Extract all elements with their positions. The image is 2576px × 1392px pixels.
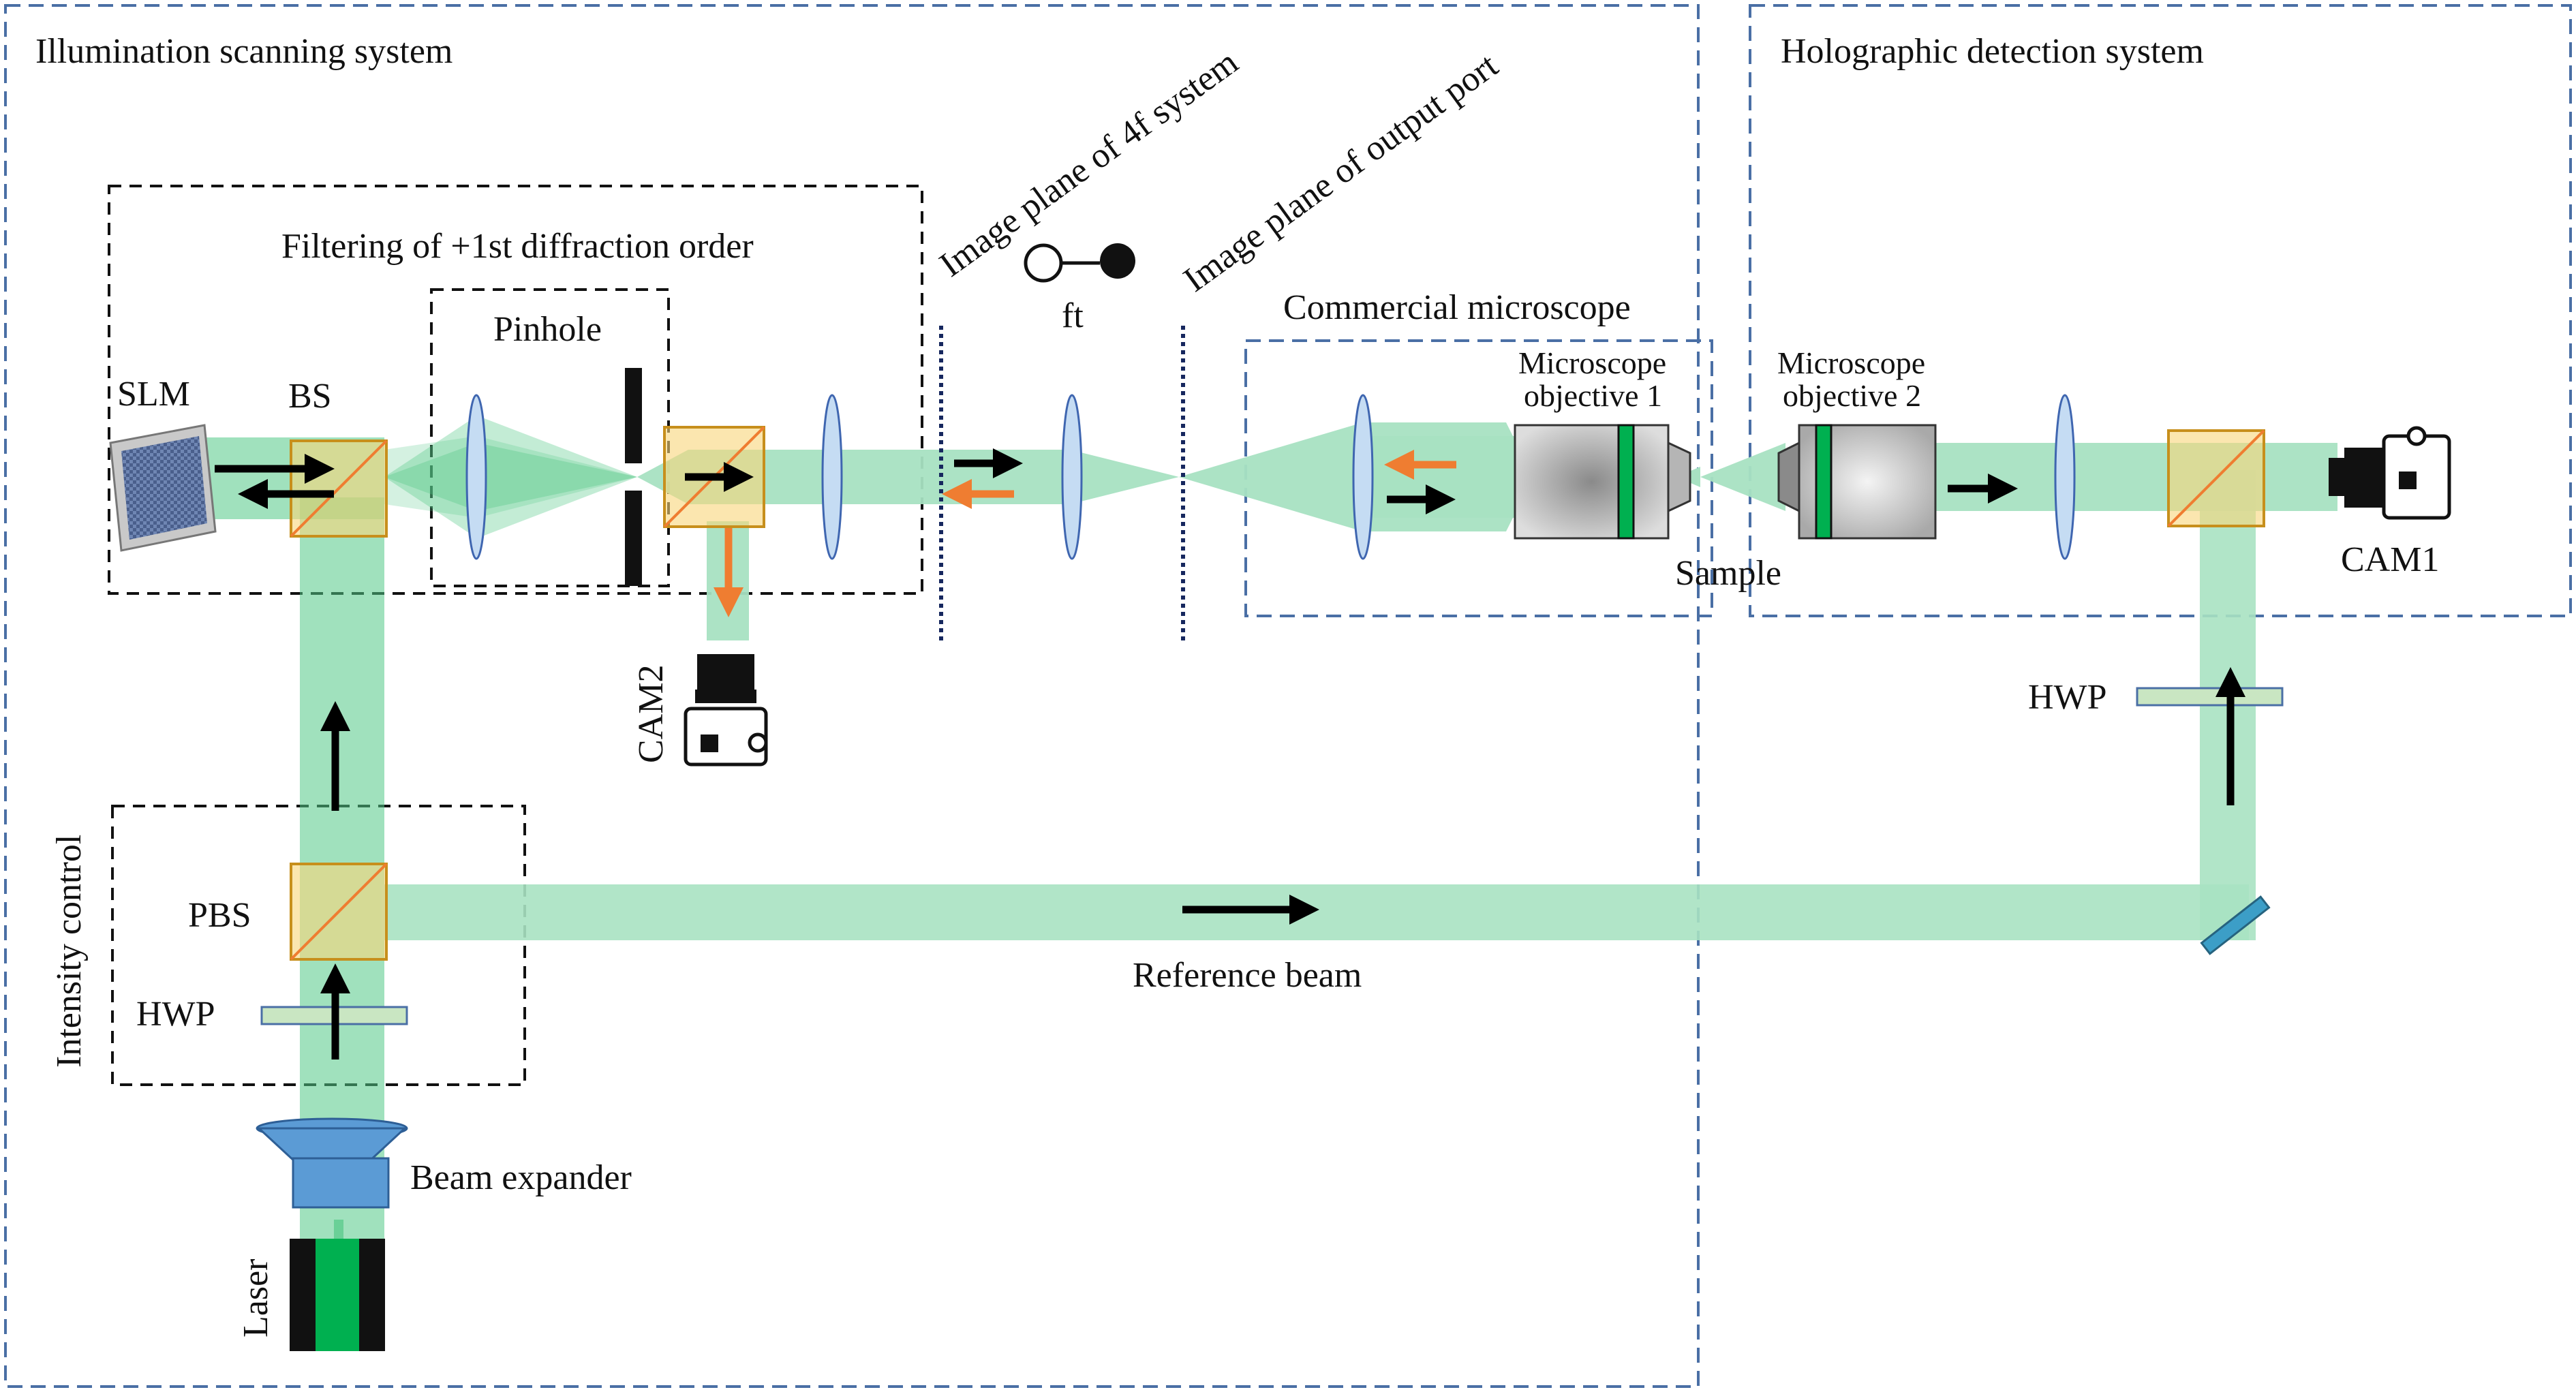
holographic-title: Holographic detection system (1781, 32, 2204, 71)
lens-filter-1 (465, 394, 487, 560)
bs-cube (290, 439, 388, 538)
hwp-right-plate (2136, 687, 2284, 707)
ft-label: ft (1062, 296, 1084, 335)
plane-4f-label: Image plane of 4f system (933, 43, 1246, 285)
beam-expander (256, 1117, 408, 1209)
cam1-label: CAM1 (2341, 540, 2439, 579)
detection-cube (2167, 429, 2265, 527)
hwp-left-label: HWP (136, 995, 215, 1034)
illumination-title: Illumination scanning system (35, 32, 453, 71)
ft-translation-stage (1024, 243, 1135, 283)
objective1-label-line2: objective 1 (1524, 378, 1662, 413)
reference-beam-path (382, 884, 2249, 940)
intensity-title: Intensity control (50, 835, 89, 1068)
hwp-right-label: HWP (2028, 678, 2107, 717)
pinhole-lower (625, 491, 642, 586)
lens-microscope (1352, 394, 1374, 560)
beam-expander-label: Beam expander (410, 1158, 632, 1197)
lens-tube (2054, 394, 2076, 560)
direction-arrows (215, 448, 2245, 1060)
cam2-camera-icon (684, 654, 768, 767)
lenses (465, 394, 2076, 560)
orange-arrows (714, 450, 1456, 617)
laser-label: Laser (236, 1259, 275, 1337)
commercial-title: Commercial microscope (1283, 288, 1631, 327)
cam1-camera-icon (2329, 426, 2451, 520)
objective1-label-line1: Microscope (1518, 345, 1666, 380)
pinhole-title: Pinhole (493, 310, 602, 349)
filtering-title: Filtering of +1st diffraction order (281, 227, 754, 266)
pbs-label: PBS (188, 896, 251, 935)
objective-2 (1777, 424, 1937, 540)
pinhole-upper (625, 368, 642, 463)
reference-mirror (2200, 895, 2271, 955)
objective2-label-line2: objective 2 (1783, 378, 1921, 413)
objective2-label-line1: Microscope (1777, 345, 1925, 380)
lens-filter-2 (821, 394, 843, 560)
slm-label: SLM (117, 375, 190, 414)
illumination-system-box (4, 4, 1700, 1388)
bs-label: BS (288, 377, 332, 416)
reference-beam-label: Reference beam (1133, 956, 1362, 995)
filtering-box (108, 185, 923, 595)
laser-source (290, 1239, 385, 1351)
holographic-system-box (1749, 4, 2572, 617)
objective-1 (1514, 424, 1691, 540)
pbs-cube (290, 863, 388, 961)
cam2-label: CAM2 (632, 665, 671, 763)
sample-label: Sample (1675, 554, 1781, 593)
lens-4f (1061, 394, 1083, 560)
slm-device (109, 424, 217, 552)
